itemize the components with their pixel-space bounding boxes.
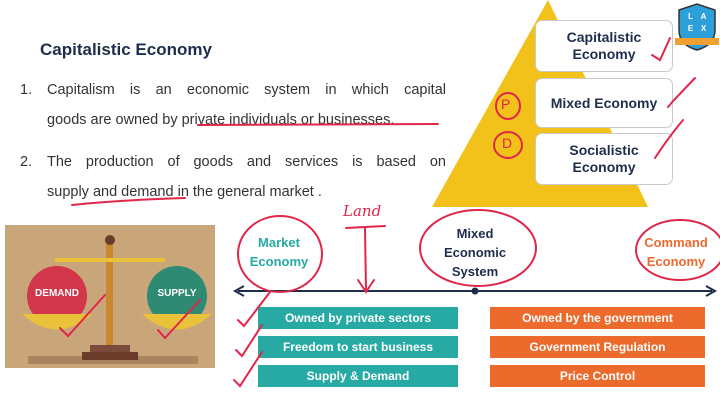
- check-icon: [59, 294, 106, 338]
- command-feature: Government Regulation: [490, 336, 705, 358]
- demand-label: DEMAND: [35, 288, 79, 299]
- point-line: Capitalism is an economic system in whic…: [47, 82, 446, 98]
- market-feature: Owned by private sectors: [258, 307, 458, 329]
- pyramid-level-socialistic: Socialistic Economy: [535, 133, 673, 185]
- underline-supply-demand: [71, 197, 186, 206]
- circle-mixed: [419, 209, 537, 287]
- market-feature: Freedom to start business: [258, 336, 458, 358]
- check-icon: [667, 77, 696, 108]
- check-icon: [235, 324, 263, 358]
- command-economy-label: Command Economy: [644, 235, 708, 269]
- midpoint-dot: [471, 287, 479, 295]
- check-icon: [651, 37, 671, 62]
- market-economy-label: Market Economy: [249, 235, 309, 269]
- point-number: 1.: [20, 82, 33, 98]
- handwritten-land: Land: [343, 202, 382, 220]
- logo: L A E X: [684, 12, 710, 33]
- check-icon: [233, 351, 263, 388]
- circle-command: [635, 219, 720, 281]
- point-line: The production of goods and services is …: [47, 154, 446, 170]
- logo-letter: A: [700, 12, 707, 21]
- annotation-d: D: [502, 135, 513, 151]
- arrow-right-icon: [705, 285, 718, 297]
- mixed-economic-system-label: Mixed Economic System: [443, 226, 507, 279]
- logo-letter: E: [687, 24, 694, 33]
- point-number: 2.: [20, 154, 33, 170]
- logo-letter: L: [688, 12, 693, 21]
- circle-d: [493, 131, 523, 159]
- underline-private: [197, 123, 439, 126]
- arrow-left-icon: [232, 285, 245, 297]
- circle-market: [237, 215, 323, 293]
- supply-label: SUPPLY: [157, 288, 197, 299]
- pyramid-level-mixed: Mixed Economy: [535, 78, 673, 128]
- pyramid-level-capitalistic: Capitalistic Economy: [535, 20, 673, 72]
- slide-title: Capitalistic Economy: [40, 40, 212, 59]
- command-feature: Price Control: [490, 365, 705, 387]
- command-feature: Owned by the government: [490, 307, 705, 329]
- arrow-land: [345, 225, 386, 294]
- logo-letter: X: [700, 24, 707, 33]
- point-line: supply and demand in the general market …: [47, 184, 322, 200]
- point-2: 2. The production of goods and services …: [20, 147, 446, 207]
- check-icon: [654, 119, 684, 159]
- annotation-p: P: [501, 96, 511, 112]
- circle-p: [495, 92, 521, 120]
- check-icon: [157, 299, 201, 340]
- market-feature: Supply & Demand: [258, 365, 458, 387]
- check-icon: [237, 291, 271, 328]
